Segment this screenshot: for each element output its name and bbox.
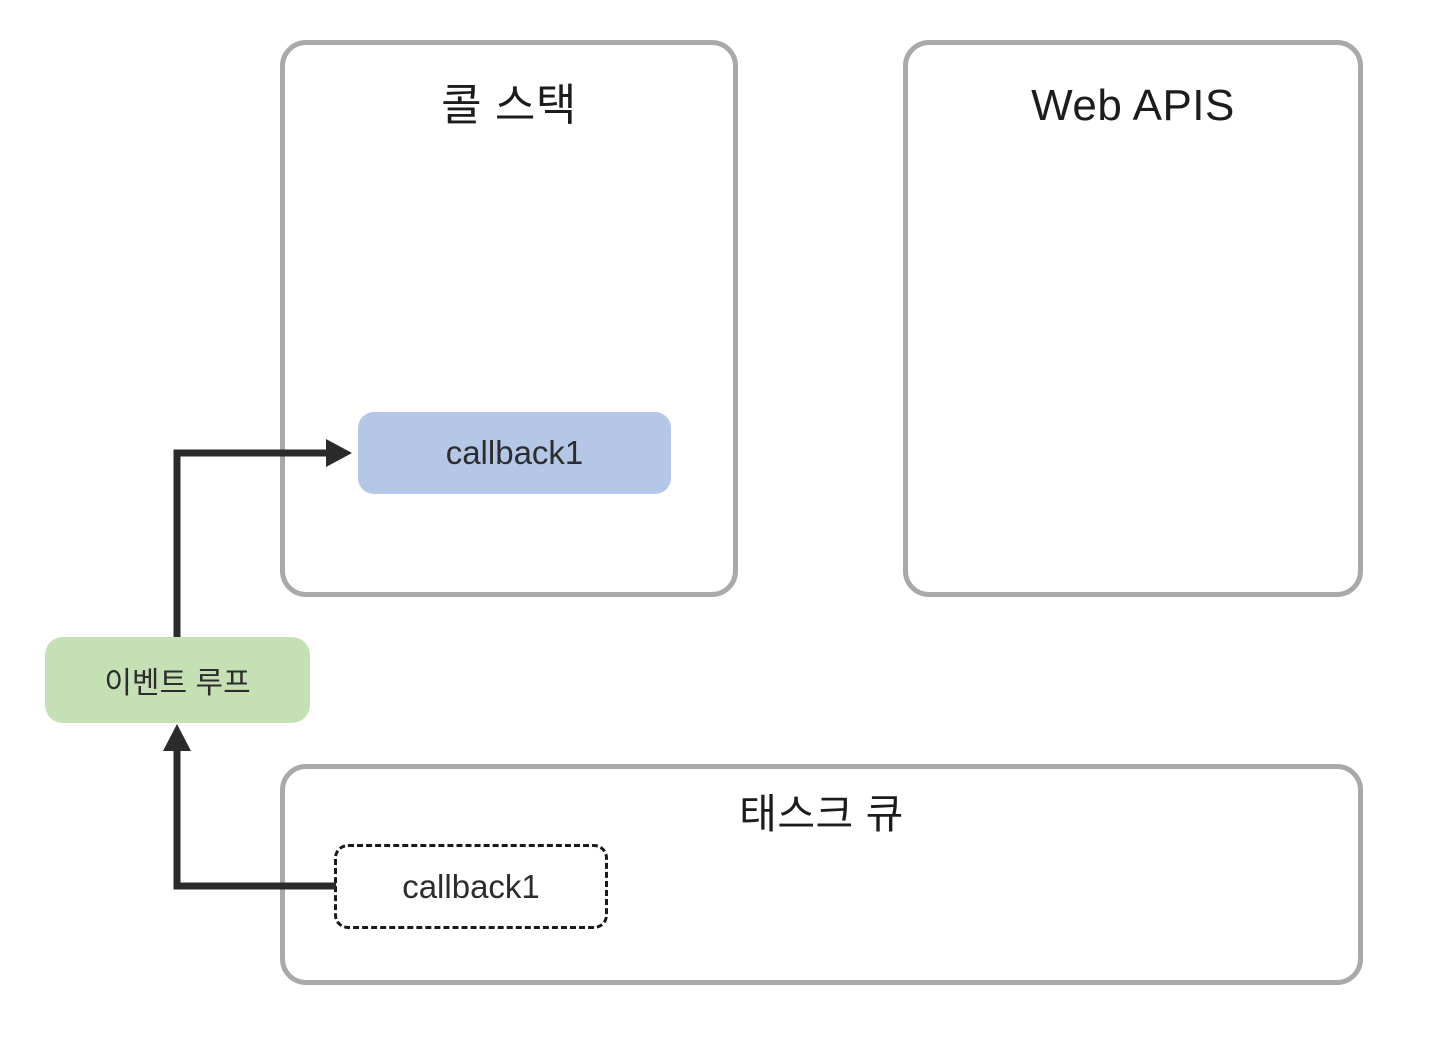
task-queue-callback1-label: callback1 (402, 867, 540, 905)
call-stack-panel: 콜 스택 (280, 40, 738, 597)
task-queue-callback1-chip: callback1 (334, 844, 608, 929)
call-stack-callback1-label: callback1 (445, 434, 584, 471)
event-loop-chip: 이벤트 루프 (45, 637, 310, 723)
web-apis-panel: Web APIS (903, 40, 1363, 597)
event-loop-label: 이벤트 루프 (104, 667, 251, 700)
web-apis-title: Web APIS (1031, 81, 1235, 130)
call-stack-callback1-chip: callback1 (358, 412, 671, 494)
task-queue-title: 태스크 큐 (739, 791, 904, 837)
call-stack-title: 콜 스택 (441, 81, 577, 130)
arrowhead-up-icon (163, 724, 191, 751)
